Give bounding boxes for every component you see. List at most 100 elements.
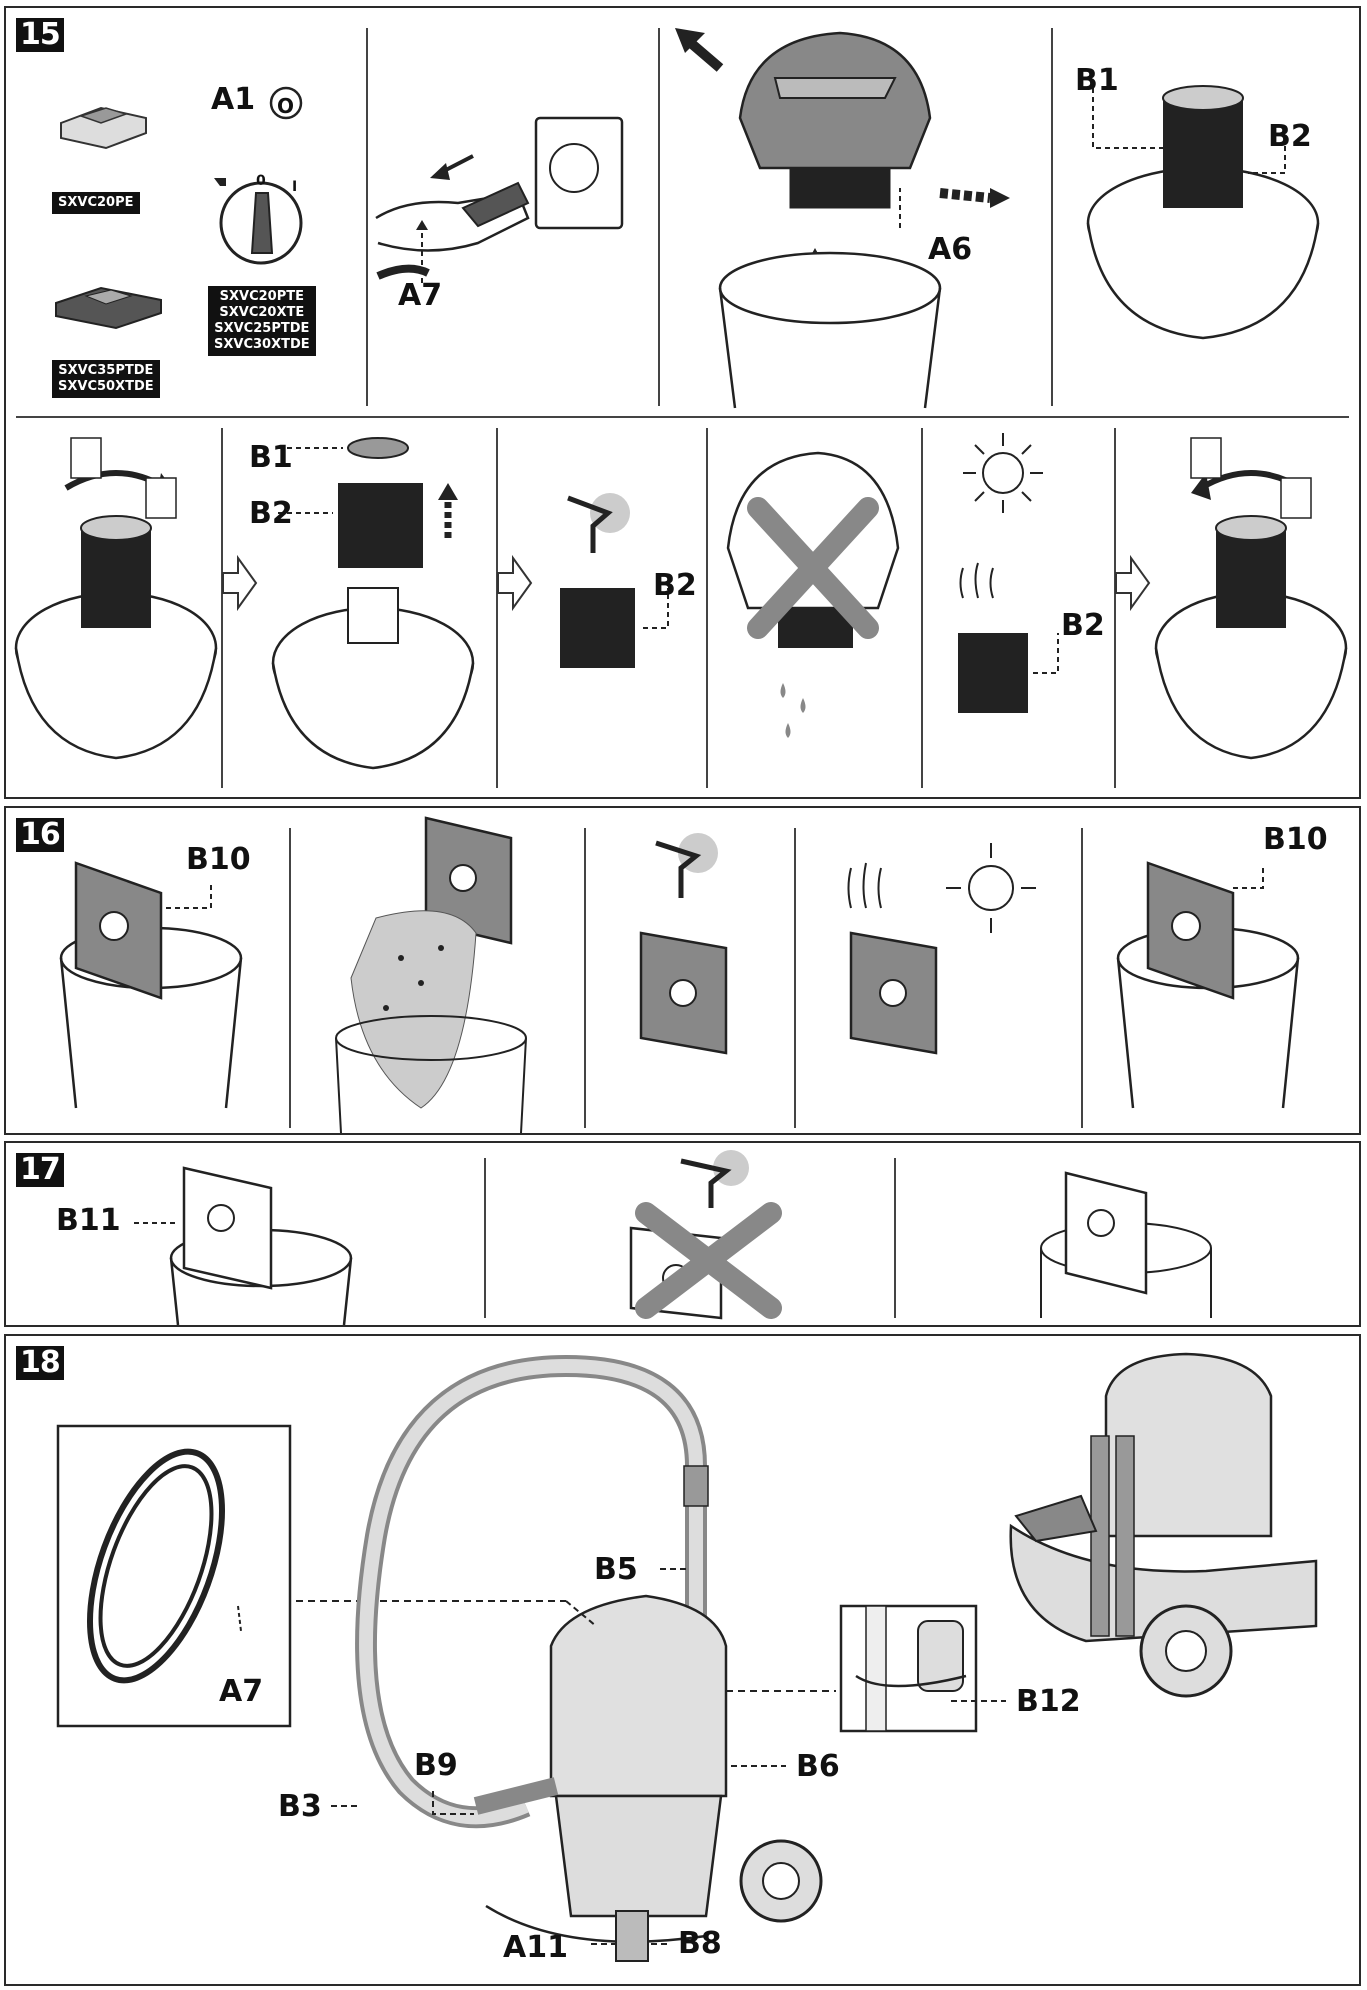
latch-label: B6 <box>796 1749 840 1784</box>
arrow-step <box>218 553 258 613</box>
divider <box>16 416 1349 418</box>
model-badge-rotary: SXVC20PTE SXVC20XTE SXVC25PTDE SXVC30XTD… <box>208 286 316 356</box>
switch-types-panel: A1 O SXVC20PE 0 I SXVC20PTE SXVC20XTE SX… <box>6 8 364 408</box>
bag-installed-illustration <box>59 861 243 1109</box>
bag-reinstalled-illustration <box>1116 861 1300 1109</box>
rotary-dial-icon <box>214 178 303 265</box>
bag-label: B10 <box>1263 822 1328 857</box>
arrow-step <box>1111 553 1151 613</box>
vacuum-assembly-illustration <box>56 1352 1318 1962</box>
divider <box>1114 428 1116 788</box>
rinse-bag-panel <box>586 808 792 1133</box>
no-wash-illustration <box>629 1150 782 1320</box>
step-arrow-icon <box>1115 554 1151 612</box>
filter-label: B2 <box>653 568 697 603</box>
latch-label: A6 <box>928 232 973 267</box>
prohibited-icon <box>747 497 879 639</box>
divider <box>221 428 223 788</box>
vacuum-assembly-panel: A7 B5 B12 B6 B3 B9 A11 B8 <box>6 1336 1359 1984</box>
no-wash-panel <box>486 1143 892 1325</box>
rocker-switch-icon <box>60 106 147 150</box>
bag-reinstalled-panel: B10 <box>1083 808 1359 1133</box>
top-label: B5 <box>594 1552 638 1587</box>
accessory-icon <box>615 1910 649 1962</box>
section-15: 15 A1 O SXVC20P <box>4 6 1361 799</box>
vacuum-head-icon <box>549 1594 728 1798</box>
section-18: 18 <box>4 1334 1361 1986</box>
dry-bag-panel <box>796 808 1079 1133</box>
bag-installed-panel: B10 <box>6 808 287 1133</box>
divider <box>894 1158 896 1318</box>
remove-head-panel: A6 <box>660 8 1049 409</box>
filter-parts-illustration <box>1086 85 1320 340</box>
filter-parts-panel: B1 B2 <box>1053 8 1359 408</box>
filter-label: B2 <box>1268 119 1312 154</box>
dry-filter-panel: B2 <box>923 418 1112 793</box>
dry-bag-illustration <box>847 843 1036 1055</box>
divider <box>366 28 368 406</box>
divider <box>496 428 498 788</box>
section-17: 17 B11 <box>4 1141 1361 1327</box>
filter-label: B2 <box>249 496 293 531</box>
divider <box>658 28 660 406</box>
section-number: 18 <box>16 1346 64 1380</box>
model-name: SXVC20PTE <box>219 289 304 304</box>
divider <box>921 428 923 788</box>
tool-label: B8 <box>678 1926 722 1961</box>
model-badge: SXVC20PE <box>52 192 140 214</box>
section-number: 16 <box>16 818 64 852</box>
rinse-filter-illustration <box>560 493 669 668</box>
filter-icon <box>789 167 891 209</box>
plug-label: A7 <box>398 278 443 313</box>
divider <box>584 828 586 1128</box>
switch-illustration <box>55 86 303 330</box>
dial-mark-off: 0 <box>256 173 266 189</box>
power-off-symbol: O <box>277 94 295 118</box>
divider <box>289 828 291 1128</box>
dust-emptying-panel <box>291 808 582 1133</box>
motor-head-icon <box>738 31 932 170</box>
unplug-illustration <box>375 116 624 283</box>
holder-label: B12 <box>1016 1684 1081 1719</box>
filter-exploded-illustration <box>271 437 475 770</box>
rotate-arrow-icon <box>1191 473 1211 500</box>
cloth-bag-standalone-panel <box>896 1143 1359 1325</box>
unplug-panel: A7 <box>368 8 656 408</box>
hose-label: B3 <box>278 1789 322 1824</box>
tank-icon <box>554 1794 723 1918</box>
divider <box>794 828 796 1128</box>
filter-exploded-panel: B1 B2 <box>223 418 494 793</box>
heat-icon <box>959 562 994 599</box>
prohibited-icon <box>635 1202 782 1319</box>
arrow-icon <box>430 163 450 180</box>
rotate-remove-panel <box>6 418 219 793</box>
bag-label: B10 <box>186 842 251 877</box>
dust-emptying-illustration <box>335 816 527 1133</box>
outlet-label: A11 <box>503 1930 568 1965</box>
heat-icon <box>847 862 882 909</box>
no-water-head-illustration <box>726 451 900 738</box>
rotate-illustration <box>14 437 218 760</box>
bag-label: B11 <box>56 1203 121 1238</box>
rinse-filter-panel: B2 <box>498 418 704 793</box>
plug-icon <box>461 181 530 228</box>
model-name: SXVC50XTDE <box>58 379 154 394</box>
power-cord-icon <box>87 1448 225 1684</box>
section-number: 17 <box>16 1153 64 1187</box>
vacuum-rear-icon <box>1104 1352 1273 1538</box>
dial-mark-on: I <box>292 179 298 195</box>
cloth-bag-illustration <box>134 1166 353 1325</box>
sun-icon <box>968 865 1014 911</box>
section-16: 16 B10 <box>4 806 1361 1135</box>
divider <box>1051 28 1053 406</box>
tank-icon <box>718 251 942 325</box>
remove-head-illustration <box>675 28 1010 409</box>
model-name: SXVC35PTDE <box>58 363 154 378</box>
arrow-step <box>493 553 533 613</box>
model-name: SXVC25PTDE <box>214 321 310 336</box>
flat-switch-icon <box>55 286 162 330</box>
section-number: 15 <box>16 18 64 52</box>
dust-icon <box>350 910 477 1109</box>
filter-cap-label: B1 <box>1075 63 1119 98</box>
divider <box>484 1158 486 1318</box>
